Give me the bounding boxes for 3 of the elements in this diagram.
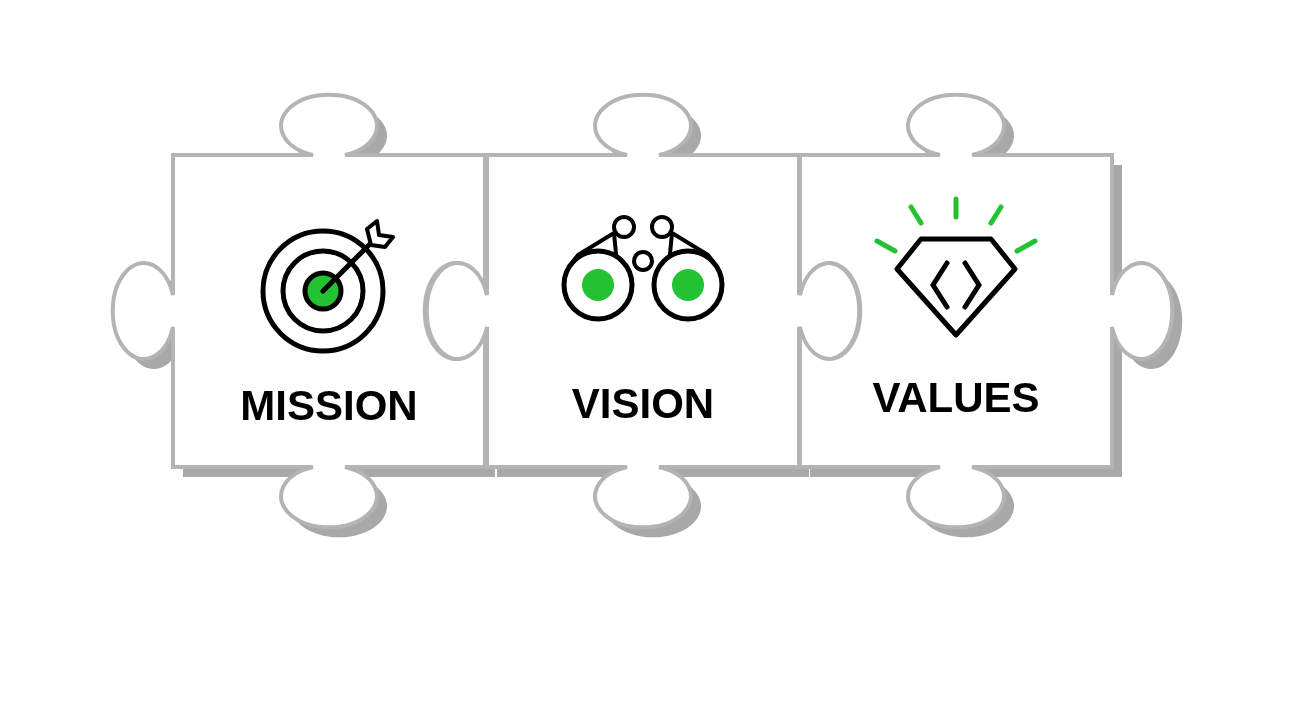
piece-title: MISSION <box>239 385 419 427</box>
piece-title: VISION <box>570 383 716 425</box>
piece-title: VALUES <box>871 377 1041 419</box>
